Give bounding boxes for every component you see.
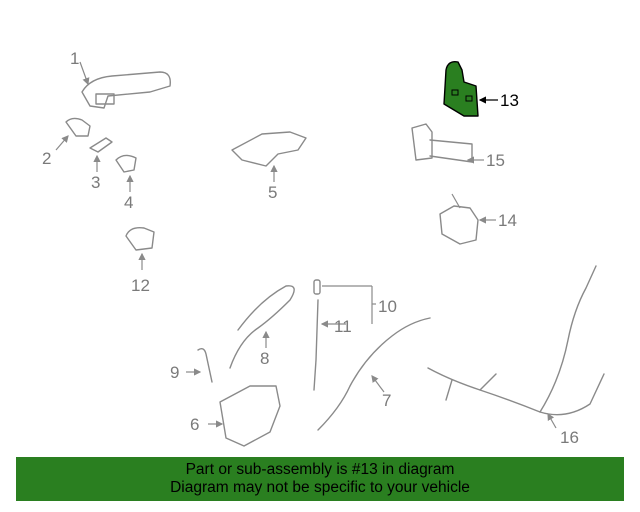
callout-16: 16	[560, 428, 579, 447]
callout-6: 6	[190, 415, 199, 434]
callout-15: 15	[486, 151, 505, 170]
part-6-latch-assembly[interactable]: 6	[190, 385, 281, 447]
banner-line-2: Diagram may not be specific to your vehi…	[170, 479, 470, 496]
part-16-wiring-harness[interactable]: 16	[427, 265, 605, 447]
part-10-11-rods[interactable]: 10 11	[313, 279, 397, 391]
callout-10: 10	[378, 297, 397, 316]
callout-1: 1	[70, 49, 79, 68]
callout-3: 3	[91, 173, 100, 192]
part-8-cable[interactable]: 8	[229, 285, 295, 369]
parts-diagram: 1 2 3 4 12 5 13 1	[42, 49, 605, 447]
callout-4: 4	[124, 193, 133, 212]
part-14-hinge[interactable]: 14	[439, 193, 517, 245]
part-1-outside-handle[interactable]: 1	[70, 49, 171, 109]
part-12-striker[interactable]: 12	[125, 226, 155, 295]
callout-8: 8	[260, 349, 269, 368]
part-2-cylinder[interactable]: 2	[42, 117, 91, 168]
callout-7: 7	[382, 391, 391, 410]
banner-line-1: Part or sub-assembly is #13 in diagram	[185, 461, 455, 478]
callout-13: 13	[500, 91, 519, 110]
callout-5: 5	[268, 183, 277, 202]
part-notice-banner: Part or sub-assembly is #13 in diagram D…	[16, 457, 624, 501]
part-13-bracket[interactable]: 13	[443, 60, 519, 117]
callout-11: 11	[334, 317, 352, 336]
callout-12: 12	[131, 276, 150, 295]
part-15-door-check[interactable]: 15	[411, 123, 505, 170]
callout-2: 2	[42, 149, 51, 168]
part-3-gasket[interactable]: 3	[89, 137, 113, 192]
part-5-latch[interactable]: 5	[231, 131, 307, 202]
part-9-rod[interactable]: 9	[170, 347, 213, 383]
callout-9: 9	[170, 363, 179, 382]
part-4-clip[interactable]: 4	[115, 154, 137, 212]
callout-14: 14	[498, 211, 517, 230]
part-7-cable[interactable]: 7	[317, 317, 431, 431]
